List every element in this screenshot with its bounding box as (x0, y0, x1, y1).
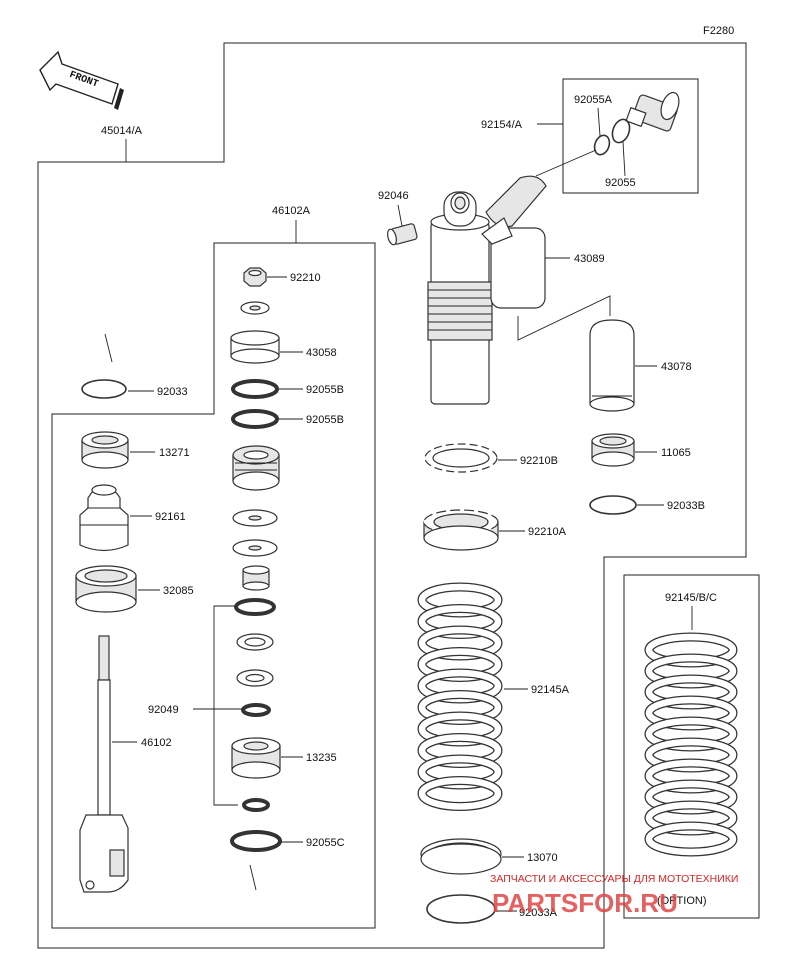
label-92210A: 92210A (528, 526, 567, 538)
shock-body[interactable] (427, 191, 493, 405)
part-13271[interactable] (81, 431, 129, 469)
label-92154A: 92154/A (481, 119, 523, 131)
part-92154A[interactable] (625, 90, 682, 132)
part-92161[interactable] (79, 484, 129, 552)
part-92046[interactable] (386, 223, 418, 246)
part-13070[interactable] (420, 838, 502, 875)
label-92145BC: 92145/B/C (665, 592, 717, 604)
label-92033B: 92033B (667, 500, 705, 512)
label-92055B-2: 92055B (306, 414, 344, 426)
option-label: (OPTION) (657, 895, 707, 907)
label-32085: 32085 (163, 585, 194, 597)
spacer-1[interactable] (236, 633, 274, 651)
front-arrow-icon: FRONT (39, 50, 124, 110)
shim-stack[interactable] (232, 509, 278, 557)
part-92033[interactable] (81, 379, 127, 399)
label-43058: 43058 (306, 347, 337, 359)
label-92033: 92033 (157, 386, 188, 398)
spacer-2[interactable] (236, 669, 274, 687)
subassembly-label: 46102A (272, 205, 311, 217)
watermark-logo: PARTSFOR.RU (492, 888, 678, 918)
label-92055C: 92055C (306, 837, 345, 849)
label-92055B-1: 92055B (306, 384, 344, 396)
label-92161: 92161 (155, 511, 186, 523)
label-92055A: 92055A (574, 94, 613, 106)
part-13235[interactable] (231, 737, 281, 779)
part-46102[interactable] (79, 635, 129, 893)
part-43078[interactable] (589, 319, 635, 412)
part-92210A[interactable] (423, 509, 499, 551)
part-92033A[interactable] (426, 894, 496, 924)
label-43089: 43089 (574, 253, 605, 265)
option-box (623, 574, 760, 919)
label-92145A: 92145A (531, 684, 570, 696)
part-92055B-2[interactable] (231, 409, 279, 429)
small-ring-lower[interactable] (242, 798, 270, 812)
label-13070: 13070 (527, 852, 558, 864)
label-46102: 46102 (141, 737, 172, 749)
part-92145BC[interactable] (644, 632, 738, 857)
part-92049[interactable] (241, 703, 271, 717)
subassembly-boundary (51, 242, 376, 929)
diagram-code: F2280 (703, 25, 734, 37)
oring-upper[interactable] (234, 598, 276, 616)
part-32085[interactable] (75, 565, 137, 613)
label-92049: 92049 (148, 704, 179, 716)
part-92210B[interactable] (424, 443, 498, 473)
assembly-label: 45014/A (101, 125, 143, 137)
washer-small[interactable] (240, 301, 270, 315)
label-92210B: 92210B (520, 455, 558, 467)
label-11065: 11065 (661, 447, 691, 459)
connector-box (562, 78, 699, 194)
part-43089[interactable] (481, 175, 547, 309)
label-13235: 13235 (306, 752, 337, 764)
piston[interactable] (232, 445, 280, 491)
part-92033B[interactable] (589, 495, 637, 515)
label-43078: 43078 (661, 361, 692, 373)
part-92055A[interactable] (592, 133, 612, 157)
label-92055: 92055 (605, 177, 636, 189)
label-92046: 92046 (378, 190, 409, 202)
part-92210[interactable] (243, 267, 267, 287)
assembly-boundary (37, 42, 747, 949)
part-43058[interactable] (230, 330, 280, 364)
part-92055[interactable] (609, 117, 632, 145)
label-92210: 92210 (290, 272, 321, 284)
label-92033A: 92033A (519, 907, 558, 919)
small-spring[interactable] (242, 565, 270, 591)
part-92055C[interactable] (230, 830, 282, 852)
watermark-text: ЗАПЧАСТИ И АКСЕССУАРЫ ДЛЯ МОТОТЕХНИКИ (490, 873, 738, 885)
part-92145A[interactable] (417, 582, 503, 811)
part-11065[interactable] (591, 433, 635, 467)
label-13271: 13271 (159, 447, 190, 459)
part-92055B-1[interactable] (231, 379, 279, 399)
